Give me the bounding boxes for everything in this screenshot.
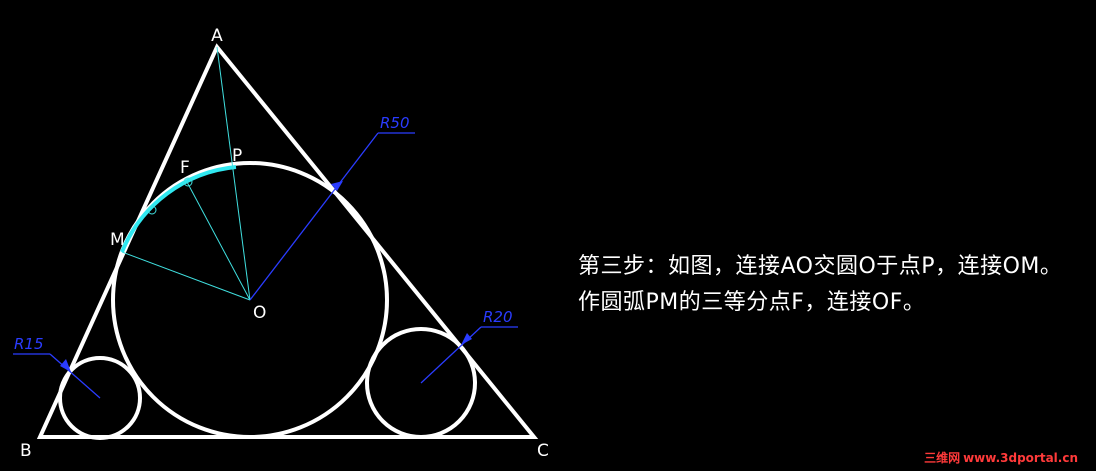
circle-o-r50 [111,161,389,439]
label-dimension-r20: R20 [483,308,513,326]
label-point-f: F [180,158,190,178]
watermark-url: www.3dportal.cn [963,451,1078,465]
line-of [186,181,251,301]
line-om [121,251,251,301]
caption-line-1: 第三步：如图，连接AO交圆O于点P，连接OM。 [578,254,1063,279]
dimension-r50 [249,132,415,301]
step-caption: 第三步：如图，连接AO交圆O于点P，连接OM。 作圆弧PM的三等分点F，连接OF… [578,249,1062,321]
node-marker-q [147,205,157,215]
label-point-o: O [253,303,266,323]
circle-r15 [58,356,142,440]
circle-r20 [365,327,477,439]
dimension-r20 [420,326,518,384]
label-dimension-r15: R15 [14,335,44,353]
label-point-c: C [537,441,549,461]
watermark-site-name: 三维网 [924,451,961,465]
arc-pm [120,165,237,253]
node-marker-f [183,177,193,187]
line-ao [216,46,251,301]
label-point-b: B [20,441,32,461]
dimension-r15 [13,353,101,399]
label-dimension-r50: R50 [380,114,410,132]
label-point-a: A [211,26,223,46]
label-point-m: M [110,230,125,250]
caption-line-2: 作圆弧PM的三等分点F，连接OF。 [578,290,926,315]
label-point-p: P [232,146,242,166]
